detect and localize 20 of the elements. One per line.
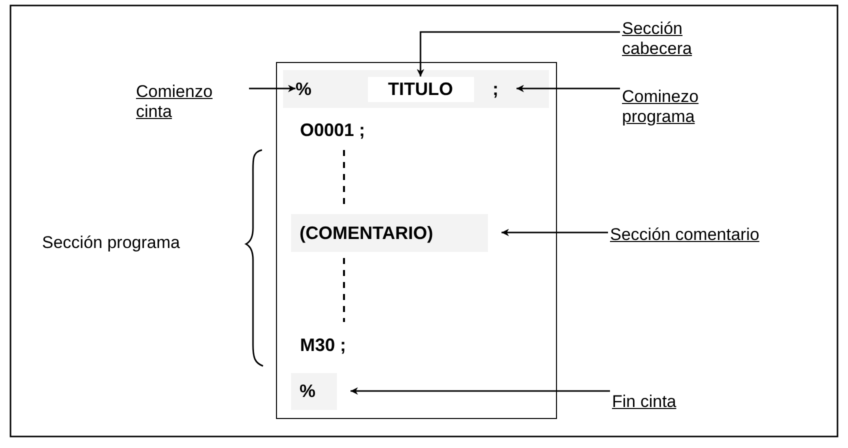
- arrow: [249, 84, 296, 92]
- semicolon: ;: [492, 78, 504, 100]
- callout-label: Fin cinta: [612, 391, 702, 413]
- percent-sign: %: [296, 78, 316, 100]
- callout-label: Comienzo cinta: [136, 80, 248, 124]
- arrow: [416, 31, 620, 76]
- tape-format-box: [276, 62, 557, 419]
- header-band: [282, 70, 548, 108]
- title-text: TITULO: [368, 76, 474, 102]
- callout-label: Cominezo programa: [622, 84, 752, 130]
- arrow: [502, 228, 608, 236]
- section-label: Sección programa: [42, 233, 180, 253]
- comment-band: (COMENTARIO): [290, 214, 488, 252]
- callout-label: Sección comentario: [610, 224, 825, 246]
- arrow: [350, 387, 610, 395]
- callout-label: Sección cabecera: [622, 16, 752, 62]
- end-percent-band: %: [290, 372, 336, 410]
- arrow: [516, 84, 620, 92]
- end-code: M30 ;: [300, 335, 346, 355]
- program-number: O0001 ;: [300, 120, 366, 140]
